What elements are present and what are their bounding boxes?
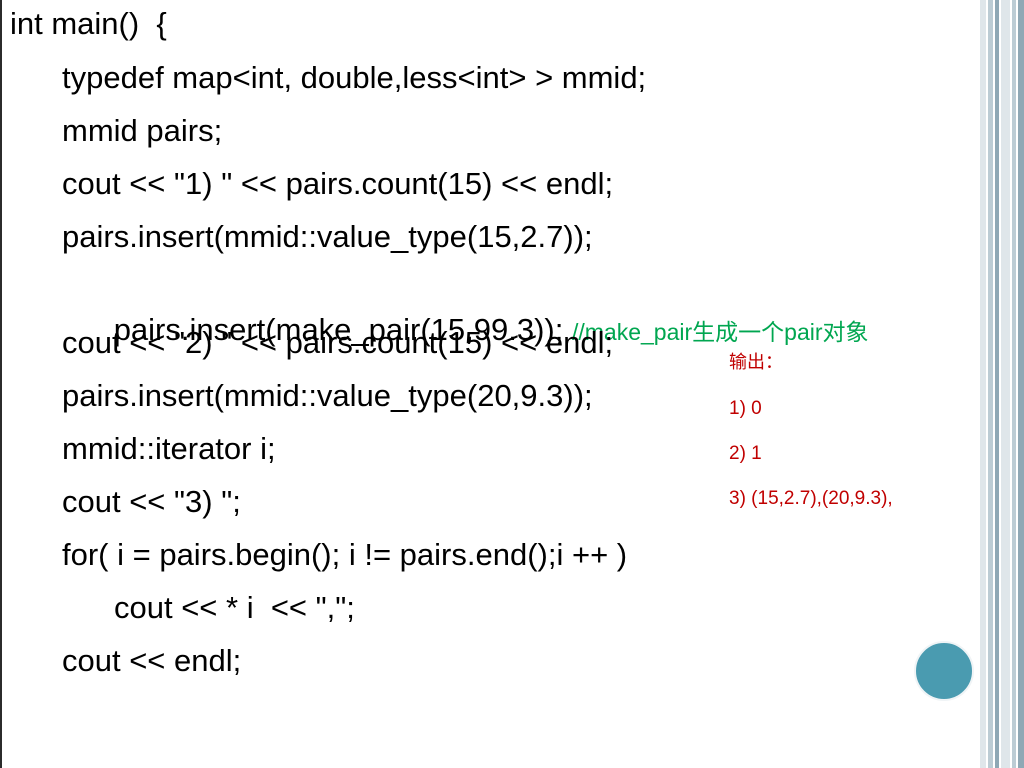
code-block: int main() { typedef map<int, double,les… xyxy=(10,6,869,678)
code-line-count-2: cout << "2) " << pairs.count(15) << endl… xyxy=(62,325,614,360)
output-line-2: 2) 1 xyxy=(729,443,762,464)
code-line-insert-3: pairs.insert(mmid::value_type(20,9.3)); xyxy=(62,378,593,413)
code-line-count-1: cout << "1) " << pairs.count(15) << endl… xyxy=(62,166,614,201)
code-line-iterator: mmid::iterator i; xyxy=(62,431,276,466)
border-band-light xyxy=(1001,0,1010,768)
code-line-insert-2: pairs.insert(make_pair(15,99.3)); //make… xyxy=(62,270,869,347)
border-band-dark xyxy=(995,0,999,768)
border-band-dark xyxy=(1018,0,1024,768)
code-line-cout-3: cout << "3) "; xyxy=(62,484,241,519)
output-heading: 输出： xyxy=(729,352,783,373)
output-panel: 输出： 1) 0 2) 1 3) (15,2.7),(20,9.3), xyxy=(729,348,969,528)
border-band-mid xyxy=(988,0,993,768)
code-line-for: for( i = pairs.begin(); i != pairs.end()… xyxy=(62,537,628,572)
code-line-declare: mmid pairs; xyxy=(62,113,223,148)
code-comment: //make_pair生成一个pair对象 xyxy=(571,319,869,345)
output-line-1: 1) 0 xyxy=(729,398,762,419)
decorative-circle xyxy=(914,641,974,701)
code-line-typedef: typedef map<int, double,less<int> > mmid… xyxy=(62,60,647,95)
border-band-mid xyxy=(1012,0,1016,768)
code-line-main: int main() { xyxy=(10,6,167,41)
code-text: pairs.insert(make_pair(15,99.3)); xyxy=(113,312,572,347)
border-band-light xyxy=(980,0,986,768)
output-line-3: 3) (15,2.7),(20,9.3), xyxy=(729,488,893,509)
left-rule xyxy=(0,0,2,768)
right-border-decoration xyxy=(980,0,1024,768)
code-line-cout-item: cout << * i << ","; xyxy=(114,590,355,625)
code-line-insert-1: pairs.insert(mmid::value_type(15,2.7)); xyxy=(62,219,593,254)
code-line-endl: cout << endl; xyxy=(62,643,242,678)
